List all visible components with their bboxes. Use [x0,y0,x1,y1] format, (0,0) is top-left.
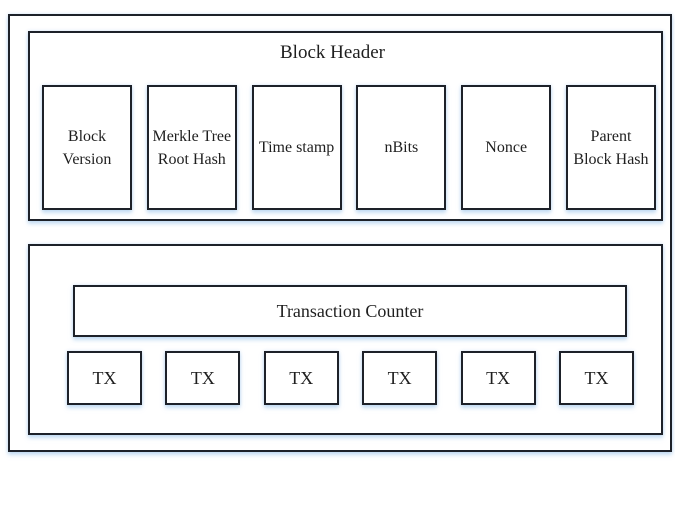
block-body-section: Transaction Counter TX TX TX TX TX [28,244,663,435]
tx-box: TX [67,351,142,405]
field-label: Nonce [485,139,528,156]
block-outer-box: Block Header Block Version Merkle Tree R… [8,14,672,452]
block-header-title: Block Header [280,42,385,63]
tx-label: TX [584,367,609,388]
tx-box: TX [263,351,339,405]
tx-label: TX [289,367,314,388]
tx-box: TX [362,351,438,405]
transaction-counter-box: Transaction Counter [73,285,627,337]
transaction-counter-label: Transaction Counter [276,300,424,321]
field-label: Block Version [62,127,112,168]
header-field-timestamp: Time stamp [251,85,342,210]
header-field-parent-block-hash: Parent Block Hash [565,85,656,210]
tx-box: TX [460,351,536,405]
tx-label: TX [387,367,412,388]
header-field-block-version: Block Version [42,85,132,210]
tx-label: TX [486,367,511,388]
tx-label: TX [92,367,117,388]
field-label: Merkle Tree Root Hash [152,127,232,168]
block-header-section: Block Header Block Version Merkle Tree R… [28,31,663,221]
tx-box: TX [558,351,634,405]
header-field-merkle-tree-root-hash: Merkle Tree Root Hash [146,85,237,210]
tx-box: TX [165,351,241,405]
tx-label: TX [190,367,215,388]
header-field-nbits: nBits [356,85,447,210]
transaction-row: TX TX TX TX TX TX [67,351,634,405]
header-field-nonce: Nonce [461,85,552,210]
field-label: nBits [384,139,419,156]
field-label: Parent Block Hash [573,127,649,168]
field-label: Time stamp [258,139,335,156]
header-fields-row: Block Version Merkle Tree Root Hash Time… [42,85,656,210]
